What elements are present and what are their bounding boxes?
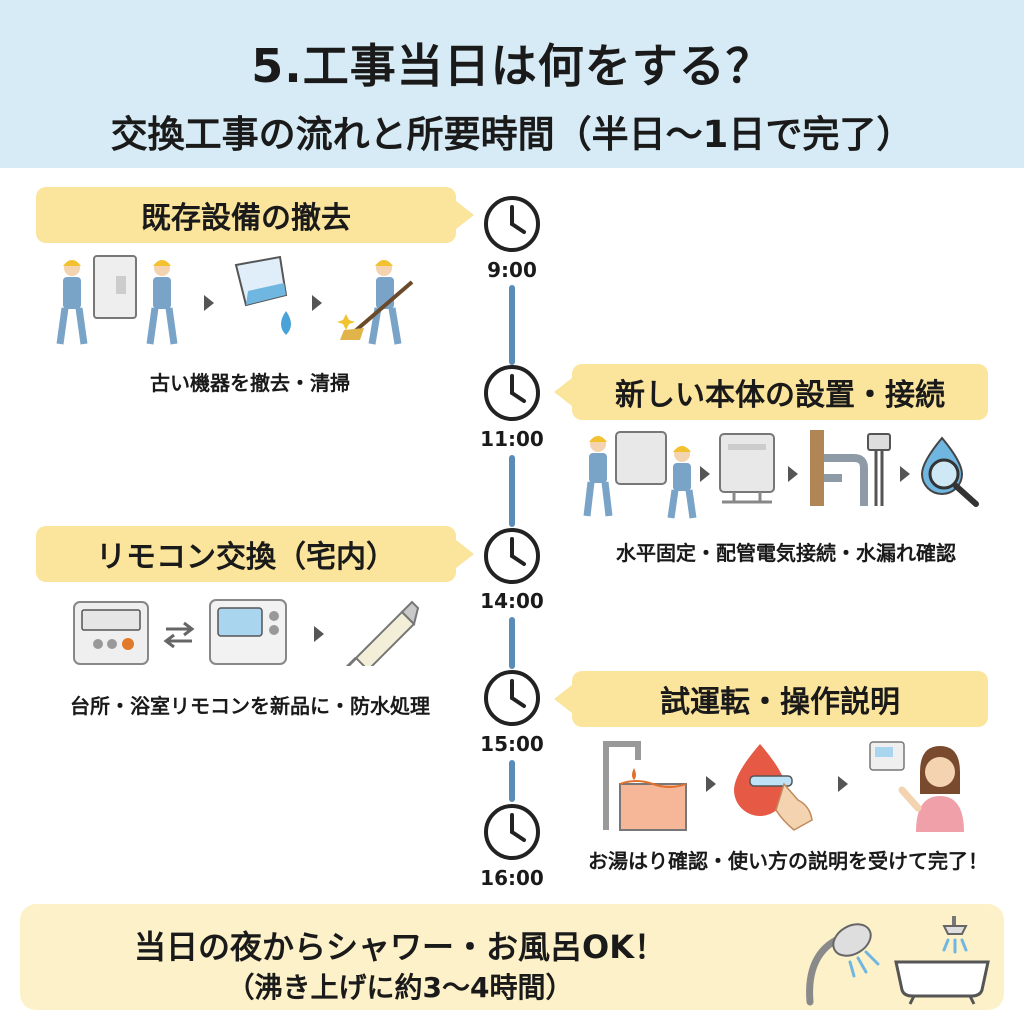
flow-arrow-icon <box>204 295 214 311</box>
time-label: 15:00 <box>480 732 544 756</box>
flow-arrow-icon <box>838 776 848 792</box>
flow-arrow-icon <box>312 295 322 311</box>
clock-icon <box>484 196 540 252</box>
flow-arrow-icon <box>788 466 798 482</box>
clock-icon <box>484 670 540 726</box>
flow-arrow-icon <box>314 626 324 642</box>
flow-arrow-icon <box>900 466 910 482</box>
water-heater-unit-icon <box>719 433 775 504</box>
banner-pointer <box>554 378 572 406</box>
timeline-line <box>509 617 515 669</box>
banner-pointer <box>554 685 572 713</box>
clock-icon <box>484 804 540 860</box>
bathtub-icon <box>894 916 990 1005</box>
shower-head-icon <box>806 923 880 1006</box>
faucet-bathtub-icon <box>603 741 687 831</box>
hot-water-hand-icon <box>734 744 813 831</box>
footer-subline: （沸き上げに約3〜4時間） <box>226 971 574 1004</box>
time-label: 9:00 <box>487 258 537 282</box>
pipes-electric-icon <box>810 430 891 506</box>
water-drop-magnifier-icon <box>920 436 979 507</box>
step-caption: 台所・浴室リモコンを新品に・防水処理 <box>70 694 430 718</box>
workers-carrying-unit-icon <box>56 255 178 345</box>
footer-note: 当日の夜からシャワー・お風呂OK！ （沸き上げに約3〜4時間） <box>20 904 1004 1010</box>
step-banner-removal: 既存設備の撤去 <box>36 187 474 243</box>
timeline-line <box>509 455 515 527</box>
banner-pointer <box>456 540 474 568</box>
step-banner-trial: 試運転・操作説明 <box>554 671 988 727</box>
flow-arrow-icon <box>700 466 710 482</box>
page-title: 5.工事当日は何をする？ <box>251 39 773 93</box>
swap-arrows-icon <box>163 621 195 649</box>
time-label: 14:00 <box>480 589 544 613</box>
flow-arrow-icon <box>706 776 716 792</box>
old-remote-icon <box>73 601 149 665</box>
worker-sweeping-icon <box>337 260 414 345</box>
sealant-tube-icon <box>345 600 420 666</box>
timeline-line <box>509 760 515 802</box>
bucket-water-icon <box>234 255 291 335</box>
step-label: リモコン交換（宅内） <box>96 540 396 575</box>
footer-headline: 当日の夜からシャワー・お風呂OK！ <box>133 928 666 966</box>
step-caption: お湯はり確認・使い方の説明を受けて完了！ <box>588 849 988 873</box>
workers-carrying-unit-icon <box>583 431 697 519</box>
page-subtitle: 交換工事の流れと所要時間（半日〜1日で完了） <box>110 113 914 156</box>
step-banner-remote: リモコン交換（宅内） <box>36 526 474 582</box>
step-label: 試運転・操作説明 <box>660 685 900 720</box>
step-caption: 水平固定・配管電気接続・水漏れ確認 <box>616 541 956 565</box>
header: 5.工事当日は何をする？ 交換工事の流れと所要時間（半日〜1日で完了） <box>0 0 1024 168</box>
step-caption: 古い機器を撤去・清掃 <box>150 371 350 395</box>
clock-icon <box>484 528 540 584</box>
clock-icon <box>484 365 540 421</box>
remote-woman-icon <box>869 741 964 832</box>
banner-pointer <box>456 201 474 229</box>
time-label: 11:00 <box>480 427 544 451</box>
step-label: 新しい本体の設置・接続 <box>615 378 945 413</box>
step-banner-installation: 新しい本体の設置・接続 <box>554 364 988 420</box>
timeline-line <box>509 285 515 365</box>
step-label: 既存設備の撤去 <box>141 201 351 236</box>
new-remote-icon <box>209 599 287 665</box>
time-label: 16:00 <box>480 866 544 890</box>
